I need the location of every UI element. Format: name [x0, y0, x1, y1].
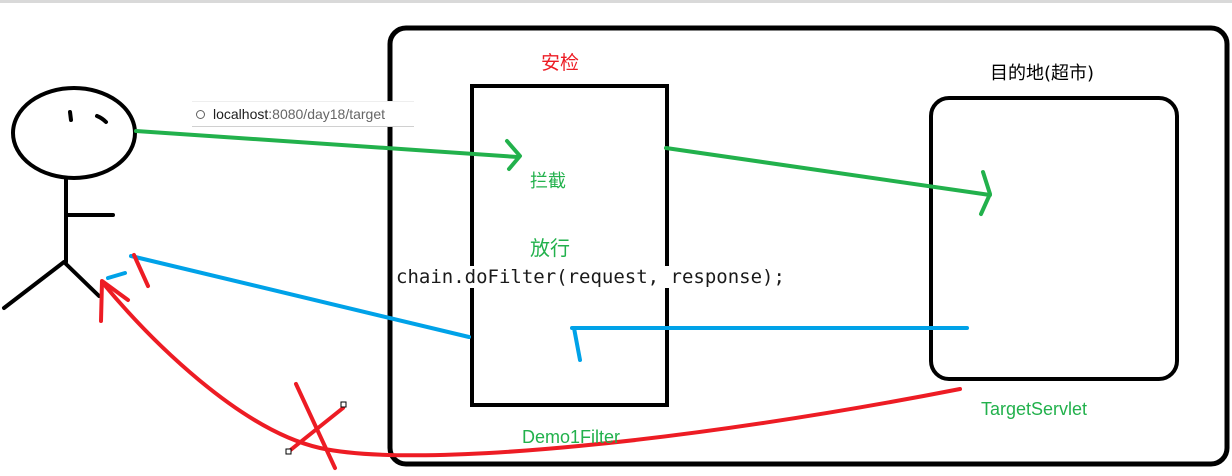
selection-handles — [285, 401, 347, 455]
response-arrows — [106, 254, 969, 362]
request-arrowhead-filter — [505, 139, 522, 171]
request-arrow-to-target — [664, 146, 992, 197]
url-path: :8080/day18/target — [268, 106, 386, 122]
blocked-cross-stroke-1 — [294, 382, 337, 470]
blocked-arrowhead — [99, 279, 130, 323]
selection-handle-top — [340, 401, 347, 408]
user-eye-right — [95, 114, 108, 124]
response-arrow-to-user — [129, 254, 471, 339]
label-target-servlet: TargetServlet — [981, 399, 1088, 419]
label-destination: 目的地(超市) — [990, 63, 1095, 84]
top-border — [0, 0, 1232, 3]
label-filter-name: Demo1Filter — [522, 427, 621, 447]
stick-figure-user — [2, 86, 137, 310]
selection-handle-bottom — [285, 448, 292, 455]
user-head — [11, 86, 137, 180]
label-intercept: 拦截 — [530, 171, 566, 192]
code-chain-dofilter: chain.doFilter(request, response); — [396, 266, 789, 288]
filter-box — [470, 84, 669, 407]
url-host: localhost — [213, 106, 269, 122]
request-arrow-to-filter — [134, 129, 520, 159]
user-eye-left — [68, 110, 73, 122]
browser-url-bar[interactable]: localhost:8080/day18/target — [192, 101, 414, 127]
blocked-path — [99, 253, 962, 470]
label-release: 放行 — [530, 236, 570, 260]
label-security-check: 安检 — [541, 52, 580, 74]
site-info-icon[interactable] — [196, 109, 205, 119]
blocked-arrow-curve — [100, 280, 962, 458]
user-leg-left — [2, 260, 66, 310]
blocked-tick — [132, 253, 150, 288]
request-arrows — [134, 129, 992, 216]
blocked-cross-stroke-2 — [286, 406, 345, 454]
user-leg-right — [64, 262, 101, 298]
server-outer-box — [387, 25, 1230, 467]
request-arrowhead-target — [979, 170, 992, 216]
response-arrowhead-tail — [106, 271, 127, 280]
destination-box — [929, 96, 1179, 381]
response-arrow-hook — [572, 326, 582, 362]
